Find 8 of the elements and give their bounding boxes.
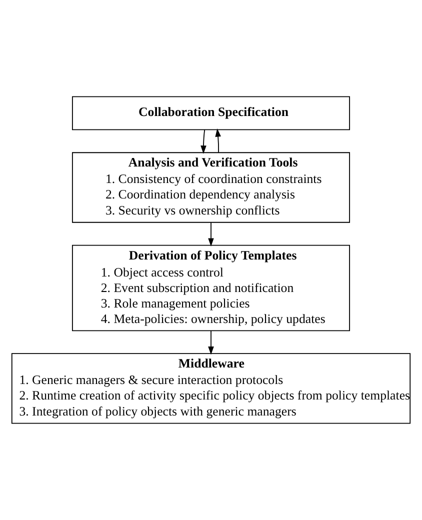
arrow bbox=[208, 222, 214, 246]
node-box: Analysis and Verification Tools 1. Consistency of coordination constraints 2. Coordination dependency analysis 3. Security vs ownership conflicts bbox=[72, 152, 350, 223]
node-box: Collaboration Specification bbox=[72, 96, 350, 130]
node-box: Middleware 1. Generic managers & secure interaction protocols 2. Runtime creation of activity specific policy objects from policy templates 3. Integration of policy objects with generic managers bbox=[11, 353, 411, 424]
node-box: Derivation of Policy Templates 1. Object access control 2. Event subscription and notification 3. Role management policies 4. Meta-policies: ownership, policy updates bbox=[72, 244, 350, 332]
arrow bbox=[215, 128, 221, 153]
arrow bbox=[200, 129, 206, 154]
arrow bbox=[208, 330, 214, 355]
